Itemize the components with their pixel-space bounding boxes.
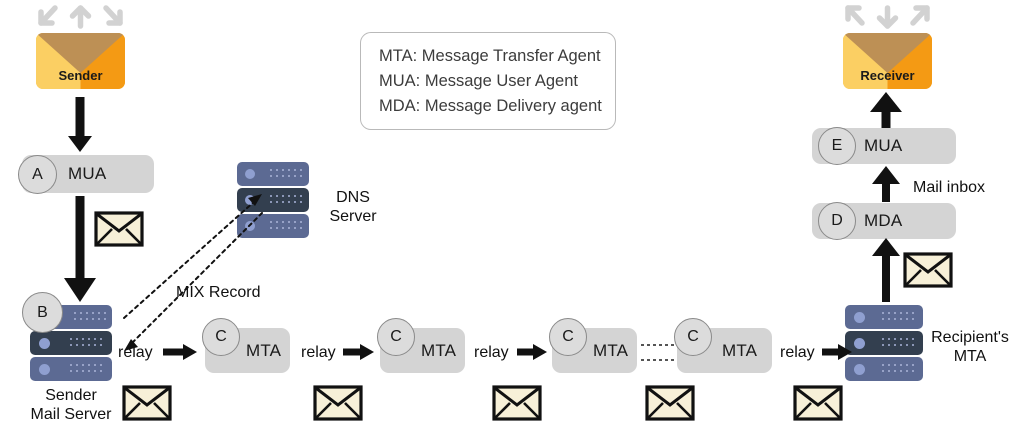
legend-box: MTA: Message Transfer Agent MUA: Message… [360, 32, 616, 130]
recipient-mda-label: MDA [864, 211, 903, 230]
arrow-sender-to-mua [68, 97, 92, 152]
step-badge-c-4: C [674, 318, 712, 356]
legend-line-mua: MUA: Message User Agent [379, 72, 578, 90]
recipient-mta-caption-l2: MTA [953, 348, 987, 365]
sender-mail-server-caption-l1: Sender [45, 387, 97, 404]
step-badge-a-letter: A [32, 165, 43, 183]
mail-inbox-label: Mail inbox [913, 179, 986, 196]
arrow-relay-2 [343, 344, 374, 360]
mail-envelope-icon-4 [492, 385, 542, 421]
mta-label-4: MTA [722, 340, 758, 360]
legend-line-mta: MTA: Message Transfer Agent [379, 47, 601, 65]
step-badge-b: B [22, 292, 63, 333]
arrow-relay-1 [163, 344, 197, 360]
step-badge-c-1: C [202, 318, 240, 356]
mix-record-label: MIX Record [176, 284, 261, 301]
mta-label-2: MTA [421, 340, 457, 360]
relay-label-4: relay [780, 344, 815, 361]
step-badge-d: D [818, 202, 856, 240]
relay-label-1: relay [118, 344, 153, 361]
receiver-envelope-icon: Receiver [843, 33, 932, 89]
step-badge-b-letter: B [37, 303, 48, 321]
arrow-mda-to-mua [872, 166, 900, 202]
dns-server-caption-l1: DNS [336, 189, 370, 206]
legend-line-mda: MDA: Message Delivery agent [379, 97, 602, 115]
step-badge-c-3-letter: C [562, 328, 574, 345]
step-badge-d-letter: D [831, 212, 843, 229]
mail-envelope-icon-6 [793, 385, 843, 421]
step-badge-a: A [18, 155, 57, 194]
mail-envelope-icon-3 [313, 385, 363, 421]
sender-envelope-icon: Sender [36, 33, 125, 89]
sender-label: Sender [58, 68, 103, 83]
arrow-relay-3 [517, 344, 547, 360]
sender-mail-server-caption-l2: Mail Server [30, 406, 112, 423]
step-badge-e: E [818, 127, 856, 165]
outgoing-arrows-icon [33, 4, 128, 32]
relay-label-3: relay [474, 344, 509, 361]
incoming-arrows-icon [840, 4, 935, 32]
recipient-mta-server-icon [845, 305, 923, 383]
step-badge-c-3: C [549, 318, 587, 356]
step-badge-c-2: C [377, 318, 415, 356]
receiver-label: Receiver [860, 68, 915, 83]
arrow-mua-to-receiver [870, 92, 902, 128]
sender-mua-label: MUA [68, 164, 107, 183]
recipient-mua-label: MUA [864, 136, 903, 155]
mta-chain-continuation [641, 344, 674, 361]
dns-server-icon [237, 162, 309, 240]
mail-envelope-icon-5 [645, 385, 695, 421]
recipient-mta-caption: Recipient's MTA [925, 328, 1015, 366]
mail-envelope-icon-1 [94, 211, 144, 247]
mta-label-3: MTA [593, 340, 629, 360]
dns-server-caption: DNS Server [315, 188, 391, 226]
dns-server-caption-l2: Server [329, 208, 377, 225]
step-badge-c-4-letter: C [687, 328, 699, 345]
mta-label-1: MTA [246, 340, 282, 360]
relay-label-2: relay [301, 344, 336, 361]
sender-mail-server-caption: Sender Mail Server [13, 386, 129, 424]
arrow-mua-to-mailserver [64, 196, 96, 302]
mail-envelope-icon-7 [903, 252, 953, 288]
step-badge-c-1-letter: C [215, 328, 227, 345]
mail-envelope-icon-2 [122, 385, 172, 421]
step-badge-c-2-letter: C [390, 328, 402, 345]
step-badge-e-letter: E [831, 137, 843, 154]
recipient-mta-caption-l1: Recipient's [931, 329, 1009, 346]
arrow-recipientmta-to-mda [872, 238, 900, 302]
